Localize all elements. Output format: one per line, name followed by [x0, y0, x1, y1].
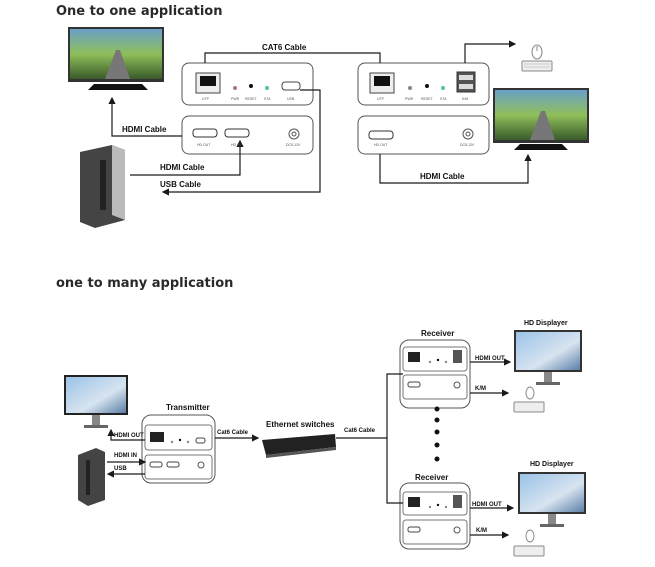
keyboard-mouse-1 [513, 386, 545, 413]
hdmi-cable-rx-label: HDMI Cable [420, 172, 465, 181]
port-label: HD OUT [374, 143, 388, 147]
cat6-left-label: Cat6 Cable [217, 430, 249, 436]
receiver-box-1 [399, 339, 471, 409]
port-label: UTP [377, 97, 384, 101]
receiver-2-label: Receiver [415, 473, 449, 482]
pc-tower [80, 145, 125, 228]
hd-displayer-2 [518, 472, 586, 527]
tv-left [68, 27, 164, 90]
transmitter-label: Transmitter [166, 403, 210, 412]
receiver-1-hdmi-out: HDMI OUT [475, 356, 505, 362]
receiver-bottom-panel [357, 115, 490, 155]
port-label: PWR [405, 97, 414, 101]
one-to-many-title: one to many application [56, 276, 234, 291]
hdmi-cable-pc-label: HDMI Cable [160, 163, 205, 172]
cables-one-to-one [108, 40, 532, 196]
usb-label: USB [114, 466, 127, 472]
keyboard-mouse-icon [521, 44, 553, 72]
ethernet-switch-icon [262, 434, 336, 458]
port-label: HD OUT [197, 143, 211, 147]
hdmi-out-label: HDMI OUT [114, 433, 144, 439]
transmitter-top-panel [181, 62, 314, 106]
hd-displayer-1 [514, 330, 582, 385]
cat6-right-label: Cat6 Cable [344, 428, 376, 434]
receiver-1-km: K/M [475, 386, 486, 392]
port-label: UTP [202, 97, 209, 101]
hd-displayer-1-label: HD Displayer [524, 320, 568, 327]
port-label: PWR [231, 97, 240, 101]
port-label: RESET [421, 97, 433, 101]
port-label: K/M [462, 97, 469, 101]
ethernet-switches-label: Ethernet switches [266, 420, 335, 429]
pc-tower-2 [78, 448, 105, 506]
port-label: STA [440, 97, 447, 101]
transmitter-box [141, 414, 216, 484]
port-label: RESET [245, 97, 257, 101]
transmitter-bottom-panel [181, 115, 314, 155]
tv-right [493, 88, 589, 150]
cables-one-to-many [106, 358, 515, 539]
port-label: HD IN [231, 143, 241, 147]
one-to-one-title: One to one application [56, 4, 223, 19]
receiver-2-km: K/M [476, 528, 487, 534]
keyboard-mouse-2 [513, 529, 545, 557]
hdmi-cable-tv-label: HDMI Cable [122, 125, 167, 134]
hd-displayer-2-label: HD Displayer [530, 461, 574, 468]
cat6-cable-label: CAT6 Cable [262, 43, 307, 52]
receiver-box-2 [399, 482, 471, 550]
dots-ellipsis [434, 406, 440, 462]
receiver-top-panel [357, 62, 490, 106]
port-label: STA [264, 97, 271, 101]
receiver-1-label: Receiver [421, 329, 455, 338]
usb-cable-label: USB Cable [160, 180, 201, 189]
port-label: USB [287, 97, 295, 101]
hdmi-in-label: HDMI IN [114, 453, 137, 459]
port-label: DC5-12V [460, 143, 475, 147]
port-label: DC5-12V [286, 143, 301, 147]
receiver-2-hdmi-out: HDMI OUT [472, 502, 502, 508]
monitor-left [64, 375, 128, 428]
